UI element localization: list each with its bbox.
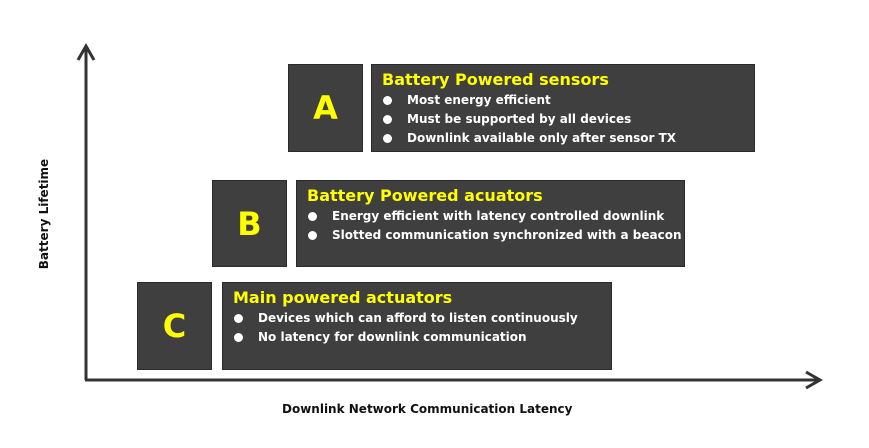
tier-c-title: Main powered actuators bbox=[233, 288, 453, 307]
tier-c-bullet: Devices which can afford to listen conti… bbox=[233, 309, 611, 328]
tier-a-letter-box: A bbox=[288, 64, 363, 152]
x-axis-label: Downlink Network Communication Latency bbox=[282, 402, 573, 416]
tier-a-title: Battery Powered sensors bbox=[382, 70, 609, 89]
tier-a-letter: A bbox=[313, 89, 338, 127]
tier-a-bullet: Must be supported by all devices bbox=[382, 110, 754, 129]
tier-b-title: Battery Powered acuators bbox=[307, 186, 543, 205]
tier-b-bullet: Slotted communication synchronized with … bbox=[307, 226, 684, 245]
y-axis-label: Battery Lifetime bbox=[37, 158, 51, 270]
x-axis-arrowhead bbox=[805, 370, 824, 390]
tier-b-letter-box: B bbox=[212, 180, 287, 267]
tier-b-description-box: Battery Powered acuators Energy efficien… bbox=[296, 180, 685, 267]
tier-a-bullet: Most energy efficient bbox=[382, 91, 754, 110]
tier-c-bullet-list: Devices which can afford to listen conti… bbox=[233, 309, 611, 347]
tier-c-letter: C bbox=[162, 307, 187, 345]
tier-c-letter-box: C bbox=[137, 282, 212, 370]
tier-b-letter: B bbox=[237, 204, 262, 243]
tier-c-description-box: Main powered actuators Devices which can… bbox=[222, 282, 612, 370]
tier-b-bullet: Energy efficient with latency controlled… bbox=[307, 207, 684, 226]
tier-a-bullet-list: Most energy efficient Must be supported … bbox=[382, 91, 754, 148]
tier-b-bullet-list: Energy efficient with latency controlled… bbox=[307, 207, 684, 245]
tier-a-description-box: Battery Powered sensors Most energy effi… bbox=[371, 64, 755, 152]
tier-a-bullet: Downlink available only after sensor TX bbox=[382, 129, 754, 148]
y-axis-arrowhead bbox=[76, 42, 96, 61]
tier-c-bullet: No latency for downlink communication bbox=[233, 328, 611, 347]
